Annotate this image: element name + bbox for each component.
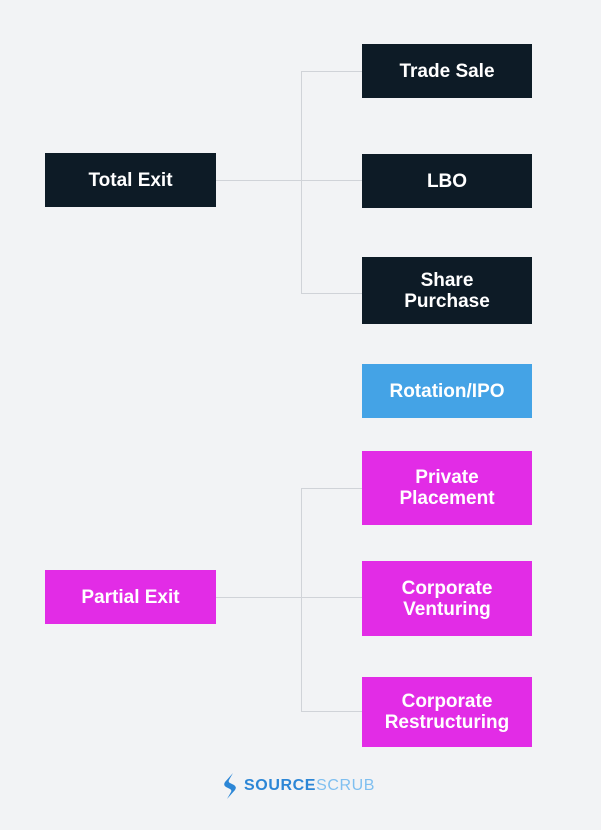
lbo-node: LBO [362,154,532,208]
partial-exit-branch-connector [301,488,362,489]
logo-wordmark: SOURCESCRUB [244,777,375,795]
total-exit-branch-connector [301,180,362,181]
rotation-ipo-node: Rotation/IPO [362,364,532,418]
partial-exit-node: Partial Exit [45,570,216,624]
total-exit-branch-connector [301,71,362,72]
sourcescrub-logo-icon [224,773,236,799]
total-exit-node: Total Exit [45,153,216,207]
partial-exit-root-connector [216,597,301,598]
share-purchase-node: Share Purchase [362,257,532,324]
corporate-restructuring-node: Corporate Restructuring [362,677,532,747]
partial-exit-trunk-connector [301,488,302,712]
total-exit-branch-connector [301,293,362,294]
trade-sale-node: Trade Sale [362,44,532,98]
total-exit-trunk-connector [301,71,302,294]
sourcescrub-logo: SOURCESCRUB [222,772,375,800]
partial-exit-branch-connector [301,711,362,712]
logo-text-light: SCRUB [316,777,376,794]
total-exit-root-connector [216,180,301,181]
partial-exit-branch-connector [301,597,362,598]
corporate-venturing-node: Corporate Venturing [362,561,532,636]
logo-text-bold: SOURCE [244,777,317,794]
private-placement-node: Private Placement [362,451,532,525]
